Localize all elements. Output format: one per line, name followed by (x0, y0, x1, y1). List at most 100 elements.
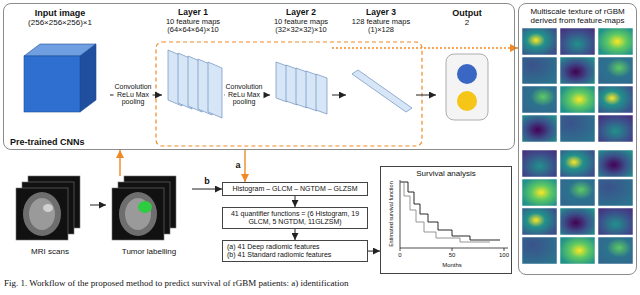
feature-map-tiles (522, 86, 557, 113)
feature-map-tiles (560, 237, 595, 264)
feature-map-tiles (522, 150, 557, 177)
mri-slices (23, 192, 61, 236)
feature-map-slabs (286, 65, 297, 105)
cnn-panel: Pre-trained CNNs Input image(256×256×256)… (3, 3, 515, 150)
path-letter: a (234, 161, 241, 171)
connector-arrow (295, 229, 296, 240)
feature-map-tiles (598, 28, 633, 55)
axis-label: Months (442, 262, 462, 269)
tumor-slices (112, 176, 176, 240)
node-text: (64×64×64)×10 (167, 26, 219, 35)
node-text: Tumor labelling (122, 247, 176, 256)
node-text: Output (452, 8, 482, 18)
node-text: Layer 3 (366, 8, 396, 18)
feature-map-tiles (522, 115, 557, 142)
feature-map-tiles (560, 115, 595, 142)
image-block: MRI scans (10, 176, 90, 256)
output-units (457, 91, 477, 111)
axis-label: 50 (449, 252, 456, 259)
survival-plot (400, 182, 490, 242)
output-units (446, 54, 488, 120)
edge-label: Convolution ReLu Max pooling (114, 83, 153, 106)
node-text: Pre-trained CNNs (10, 137, 85, 147)
dashed-group-outline (156, 42, 422, 146)
image-block: Tumor labelling (106, 176, 192, 256)
feature-map-tiles (522, 57, 557, 84)
layer-block: Layer 3128 feature maps(1)×128 (346, 8, 416, 130)
feature-map-tiles (522, 28, 557, 55)
feature-map-tiles (560, 86, 595, 113)
feature-map-tiles (522, 28, 633, 264)
connector-arrow (332, 47, 518, 48)
connector-arrow (416, 95, 436, 96)
node-text: 10 feature maps (166, 18, 220, 27)
feature-map-tiles (560, 57, 595, 84)
layer-block: Layer 210 feature maps(32×32×32)×10 (270, 8, 332, 130)
node-text: Multiscale texture of rGBM derived from … (522, 7, 633, 25)
input-cube (24, 44, 96, 112)
feature-map-tiles (560, 208, 595, 235)
feature-map-slabs (276, 62, 287, 102)
feature-map-slabs (352, 70, 412, 112)
feature-map-tiles (560, 150, 595, 177)
feature-map-tiles (522, 179, 557, 206)
tumor-slices (119, 192, 157, 236)
mri-slices (29, 198, 55, 230)
feature-map-slabs (168, 50, 412, 118)
node-text: Histogram – GLCM – NGTDM – GLZSM (232, 185, 357, 193)
node-text: (b) 41 Standard radiomic features (227, 251, 331, 259)
figure-caption: Fig. 1. Workflow of the proposed method … (4, 279, 349, 289)
input-block: Input image(256×256×256)×1 (10, 8, 110, 130)
process-box: 41 quantifier functions = (6 Histogram, … (222, 207, 368, 229)
survival-plot (400, 248, 504, 251)
axis-label: 0 (398, 252, 401, 259)
connector-arrow (368, 251, 380, 252)
mri-slices (43, 204, 53, 212)
feature-map-tiles (598, 57, 633, 84)
output-units (446, 54, 488, 120)
feature-map-slabs (316, 74, 327, 114)
layer-block: Layer 110 feature maps(64×64×64)×10 (162, 8, 224, 130)
feature-map-tiles (598, 179, 633, 206)
feature-map-tiles (560, 179, 595, 206)
node-text: 10 feature maps (274, 18, 328, 27)
mri-slices (16, 188, 68, 240)
node-text: Input image (35, 8, 86, 18)
output-units (457, 64, 477, 84)
connector-arrow (90, 205, 106, 206)
path-letter: b (203, 177, 211, 187)
survival-plot (400, 182, 500, 240)
node-text: (32×32×32)×10 (275, 26, 327, 35)
connector-arrow (332, 95, 346, 96)
feature-map-tiles (598, 237, 633, 264)
process-box: (a) 41 Deep radiomic features(b) 41 Stan… (222, 240, 368, 262)
dashed-group-outline (156, 42, 422, 146)
axis-title: Estimated survival function (388, 181, 394, 246)
texture-panel: Multiscale texture of rGBM derived from … (518, 3, 637, 275)
tumor-slices (112, 188, 164, 240)
connector-arrow (192, 189, 222, 190)
connector-arrow (119, 150, 120, 176)
feature-map-slabs (208, 62, 222, 118)
survival-plot (400, 180, 508, 248)
edge-label: Convolution ReLu Max pooling (225, 83, 264, 106)
connector-arrow (295, 196, 296, 207)
node-text: Layer 2 (286, 8, 316, 18)
feature-map-tiles (522, 208, 557, 235)
survival-plot (400, 180, 508, 251)
input-cube (24, 56, 80, 112)
tumor-slices (138, 201, 152, 213)
feature-map-slabs (296, 68, 307, 108)
node-text: (256×256×256)×1 (28, 18, 92, 27)
feature-map-tiles (598, 86, 633, 113)
node-text: MRI scans (31, 247, 69, 256)
feature-map-slabs (306, 71, 317, 111)
node-text: 128 feature maps (352, 18, 410, 27)
feature-map-tiles (522, 237, 557, 264)
tumor-slices (125, 198, 151, 230)
node-text: Survival analysis (416, 169, 476, 178)
node-text: 41 quantifier functions = (6 Histogram, … (227, 210, 363, 226)
node-text: (1)×128 (368, 26, 394, 35)
